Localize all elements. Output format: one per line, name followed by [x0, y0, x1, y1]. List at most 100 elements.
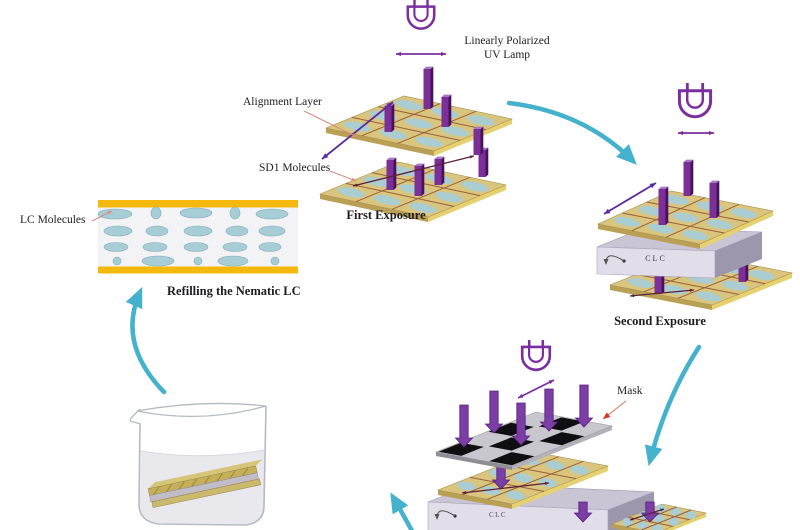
- arrow-head: [630, 293, 635, 298]
- plate-grid-line: [377, 106, 487, 131]
- plate-edge: [434, 119, 512, 156]
- alignment-layer-pointer: [303, 110, 358, 138]
- plate-grid-line: [622, 212, 725, 234]
- sd1-molecule-bar: [384, 103, 395, 132]
- polygon-shape: [485, 147, 489, 177]
- fe-top-plate: [324, 66, 514, 156]
- flow-arrow-first-to-second: [506, 100, 637, 165]
- mask-exposure-stack: [427, 340, 708, 530]
- sd1-molecule-bar: [386, 157, 397, 190]
- lc-molecule-ellipse: [97, 208, 133, 220]
- polarization-direction-arrow: [603, 182, 657, 215]
- plate-grid-line: [665, 203, 740, 238]
- lc-domain-ellipse: [722, 280, 748, 291]
- lc-molecule-ellipse: [229, 206, 241, 220]
- exposure-direction-arrow: [629, 288, 695, 298]
- line-shape: [629, 289, 695, 297]
- sd1-molecule-bar: [473, 126, 484, 155]
- alignment-layer-top: [98, 200, 298, 208]
- rect-shape: [386, 160, 394, 190]
- mask-edge: [512, 426, 612, 470]
- plate-grid-line: [469, 476, 545, 492]
- arrow-head: [107, 211, 112, 215]
- lc-domain-ellipse: [506, 490, 526, 500]
- lc-domain-ellipse: [627, 278, 654, 288]
- rect-shape: [478, 150, 486, 177]
- uv-exposure-arrow: [484, 390, 504, 434]
- polygon-shape: [665, 186, 669, 225]
- rect-shape: [434, 159, 442, 185]
- beaker-body-outline: [138, 405, 267, 526]
- beaker-rim-front: [136, 405, 267, 418]
- plate-edge: [428, 185, 506, 222]
- line-shape: [352, 155, 475, 187]
- lamp-bulb-outline: [677, 89, 713, 119]
- polarization-direction-arrow: [396, 51, 446, 57]
- polarization-direction-arrow: [678, 130, 714, 136]
- lc-domain-ellipse: [651, 523, 663, 530]
- polygon-shape: [393, 157, 397, 190]
- flow-arrow-second-to-mask: [644, 344, 702, 467]
- arrow-head: [518, 393, 524, 398]
- sample-hatch: [242, 467, 249, 477]
- arrow-head: [544, 481, 549, 486]
- polygon-shape: [414, 163, 425, 166]
- polygon-shape: [391, 103, 395, 132]
- sd1-molecule-bar: [414, 163, 425, 196]
- polygon-shape: [683, 159, 694, 162]
- uv-exposure-arrow: [539, 388, 559, 432]
- lc-domain-ellipse: [435, 192, 463, 203]
- uv-exposure-arrow: [454, 404, 474, 448]
- beaker-spout: [129, 408, 142, 425]
- polygon-shape: [448, 94, 452, 127]
- uv-exposure-arrow: [640, 501, 660, 523]
- plate-grid-line: [636, 273, 739, 295]
- sample-top-face: [148, 459, 263, 489]
- sd1-molecule-bar: [683, 159, 694, 196]
- mask-black-square: [539, 432, 585, 446]
- arrow-head: [469, 155, 474, 159]
- plate-grid-line: [641, 509, 692, 530]
- lc-molecules-label: LC Molecules: [20, 214, 86, 226]
- lamp-prong: [685, 83, 689, 93]
- sd1-molecule-bar: [423, 66, 434, 109]
- arrow-head: [351, 177, 356, 182]
- rect-shape: [414, 166, 422, 196]
- beaker: [129, 402, 267, 526]
- mask-black-square: [489, 452, 535, 466]
- first-exposure-stack: [318, 66, 514, 222]
- alignment-layer-label: Alignment Layer: [243, 96, 322, 108]
- uv-lamp-icon: [677, 83, 713, 119]
- lc-domain-ellipse: [636, 520, 648, 530]
- line-shape: [461, 482, 550, 494]
- sample-hatch: [178, 481, 185, 490]
- plate-edge: [610, 285, 712, 310]
- lamp-bulb-outline: [406, 5, 436, 30]
- arrow-head: [604, 208, 611, 214]
- lc-molecule-ellipse: [145, 225, 169, 237]
- lc-molecule-ellipse: [150, 206, 162, 220]
- lc-domain-ellipse: [706, 219, 733, 230]
- arrow-head: [322, 153, 329, 159]
- lc-domain-ellipse: [614, 216, 641, 227]
- lc-domain-ellipse: [415, 136, 443, 147]
- arrow-head: [649, 183, 656, 189]
- sample-hatch: [229, 470, 236, 479]
- lc-molecules-pointer: [91, 210, 113, 222]
- rect-shape: [423, 69, 431, 109]
- exposure-direction-arrow: [352, 155, 475, 187]
- sd1-molecule-bar: [709, 180, 720, 218]
- liquid-surface: [140, 449, 265, 457]
- lc-domain-ellipse: [337, 187, 365, 198]
- plate-grid-line: [631, 197, 706, 232]
- polygon-shape: [473, 126, 484, 129]
- plate-edge: [320, 194, 428, 222]
- lc-molecule-ellipse: [179, 207, 213, 219]
- lc-domain-ellipse: [461, 181, 489, 192]
- refilled-lc-cell: [97, 200, 298, 274]
- line-shape: [629, 508, 665, 521]
- lc-molecule-ellipse: [258, 242, 282, 252]
- lc-domain-ellipse: [441, 126, 469, 137]
- lc-domain-ellipse: [481, 486, 501, 496]
- sample-layer: [151, 478, 262, 508]
